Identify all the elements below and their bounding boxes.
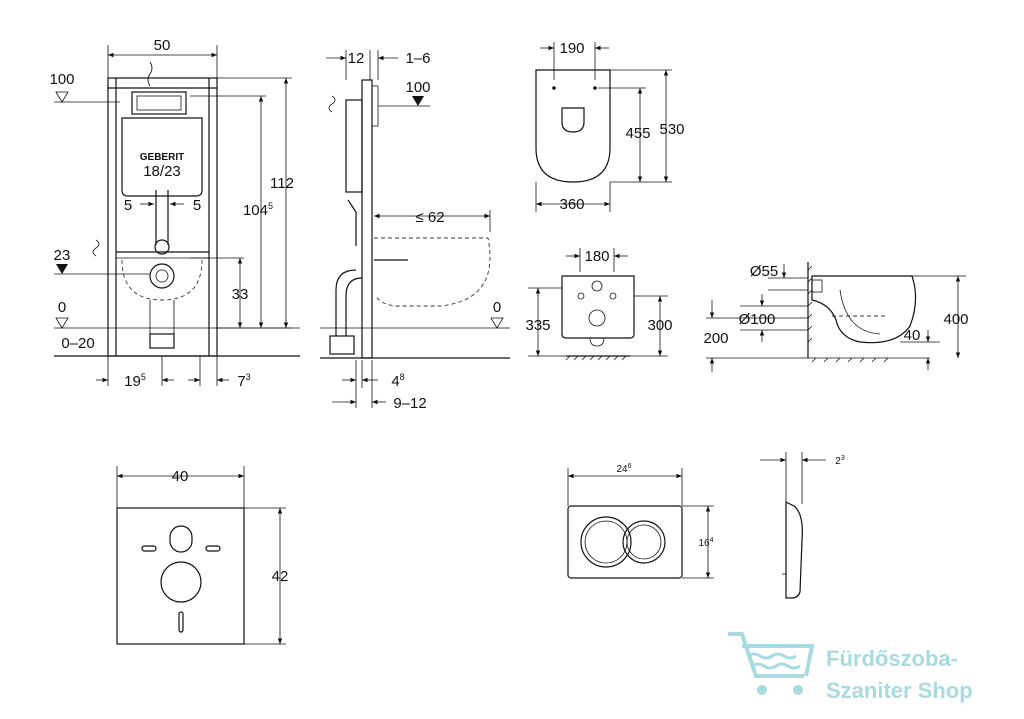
- pad-height: 42: [272, 568, 289, 585]
- watermark-line2: Szaniter Shop: [826, 678, 973, 703]
- side-frame: [361, 79, 373, 359]
- dim-bottom-left: 195: [124, 372, 146, 390]
- plate-width: 246: [616, 463, 631, 475]
- bowl-side-d40: 40: [904, 327, 921, 344]
- level-0: 0: [58, 299, 66, 316]
- side-dim-top-left: 12: [348, 50, 365, 67]
- level-23: 23: [54, 247, 71, 264]
- bowl-back-outline: [561, 275, 635, 339]
- bowl-side-view: Ø55 Ø100 200 400 40: [703, 262, 969, 372]
- dim-width: 50: [154, 37, 171, 54]
- bowl-side-d55: Ø55: [750, 263, 778, 280]
- bowl-side-h200: 200: [703, 330, 728, 347]
- bowl-outline: [374, 237, 491, 307]
- bowl-top-depth-inner: 455: [625, 125, 650, 142]
- dim-33: 33: [232, 286, 249, 303]
- side-dim-bottom-2: 9–12: [393, 395, 426, 412]
- bowl-top-outline: [535, 69, 611, 183]
- bowl-top-width-top: 190: [559, 40, 584, 57]
- pad-width: 40: [172, 468, 189, 485]
- plate-height: 164: [698, 537, 713, 549]
- bowl-side-h400: 400: [943, 311, 968, 328]
- bowl-back-view: 180 335 300: [525, 248, 673, 361]
- geberit-logo: GEBERIT: [140, 152, 184, 163]
- bowl-top-view: 190 455 530 360: [535, 40, 685, 213]
- pad-outline: [116, 507, 245, 645]
- bathtub-icon: [728, 632, 815, 695]
- watermark-line1: Fürdőszoba-: [826, 646, 958, 671]
- flush-button-small: [622, 520, 666, 564]
- bowl-back-height-right: 300: [647, 317, 672, 334]
- soundproof-pad: 40 42: [116, 466, 289, 645]
- supply-icon: [92, 239, 100, 257]
- side-level-100: 100: [405, 79, 430, 96]
- plate-outline: [567, 505, 683, 579]
- range-0-20: 0–20: [61, 335, 94, 352]
- bowl-back-height-left: 335: [525, 317, 550, 334]
- cistern: [121, 117, 203, 197]
- side-view: 12 1–6 100 ≤ 62 0 48: [320, 50, 510, 412]
- bowl-back-width: 180: [584, 248, 609, 265]
- water-inlet-icon: [147, 61, 153, 87]
- front-view: 50 GEBERIT 18/23 5 5 100: [49, 37, 300, 390]
- side-dim-bottom-1: 48: [391, 372, 404, 390]
- bowl-side-outline: [811, 275, 917, 344]
- side-dim-top-right: 1–6: [405, 50, 430, 67]
- offset-left: 5: [124, 197, 132, 214]
- plate-side-outline: [785, 501, 803, 599]
- plate-depth: 23: [835, 455, 845, 467]
- bowl-top-width: 360: [559, 196, 584, 213]
- shop-watermark: Fürdőszoba- Szaniter Shop: [728, 632, 973, 703]
- dim-height-inner: 1045: [243, 201, 273, 219]
- flush-plate: 246 164: [567, 463, 714, 579]
- plate-side-view: 23: [760, 452, 845, 599]
- side-reach: ≤ 62: [415, 209, 444, 226]
- dim-height-total: 112: [270, 175, 294, 192]
- bowl-side-d100: Ø100: [739, 311, 776, 328]
- drain-outlet: [149, 263, 175, 289]
- dim-bottom-right: 73: [237, 372, 250, 390]
- level-top: 100: [49, 71, 74, 88]
- pipe-spacing: 18/23: [143, 163, 181, 180]
- side-level-0: 0: [493, 299, 501, 316]
- actuator-opening: [131, 91, 187, 115]
- offset-right: 5: [193, 197, 201, 214]
- bowl-top-depth: 530: [659, 121, 684, 138]
- frame-outline: [107, 77, 218, 357]
- flush-button-large: [580, 516, 632, 568]
